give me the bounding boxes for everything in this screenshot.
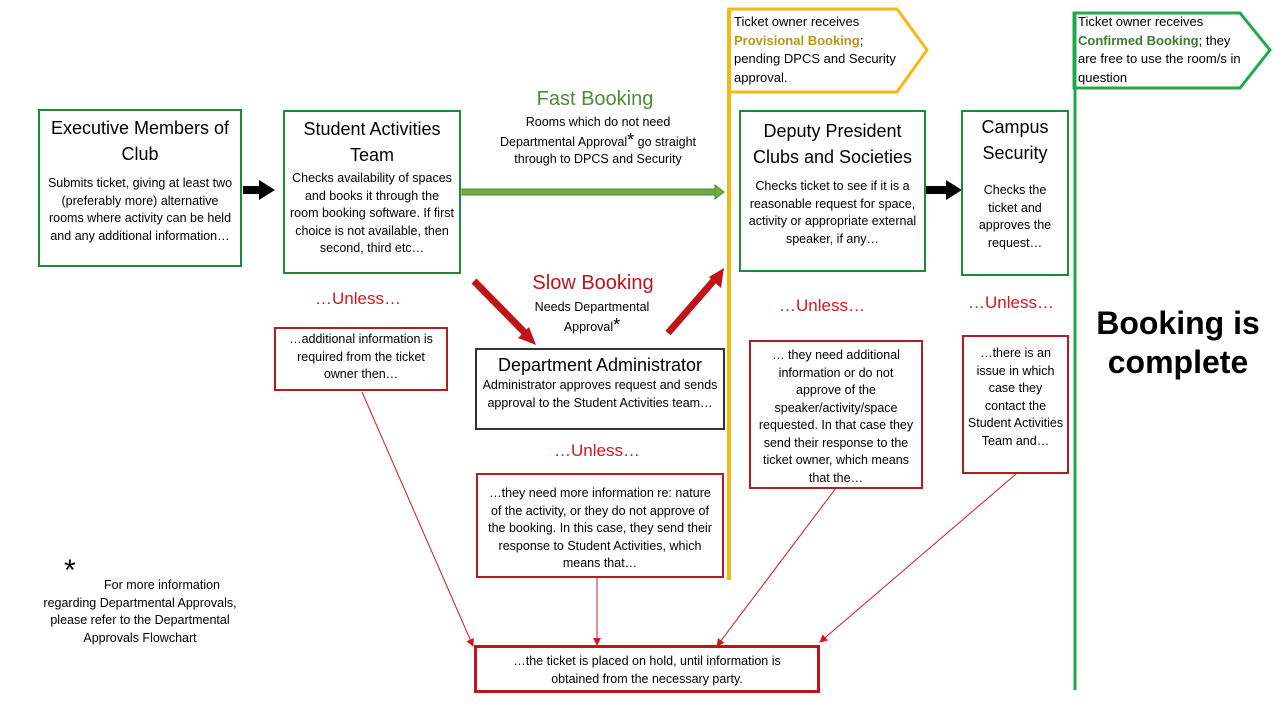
student-activities-title: Student Activities Team [303,119,441,165]
dpcs-title: Deputy President Clubs and Societies [752,121,913,167]
provisional-highlight: Provisional Booking [734,32,860,48]
provisional-booking-note: Ticket owner receives Provisional Bookin… [734,13,904,87]
provisional-text-after: ; pending DPCS and Security approval. [734,32,896,85]
student-activities-box: Student Activities Team Checks availabil… [283,110,461,274]
arrow-sat-unless-to-hold [361,391,474,647]
arrow-dpcs-to-security [926,180,962,200]
slow-booking-description: Needs Departmental Approval* [514,299,670,336]
on-hold-box: …the ticket is placed on hold, until inf… [474,645,820,693]
campus-security-box: Campus Security Checks the ticket and ap… [961,110,1069,276]
exec-members-body: Submits ticket, giving at least two (pre… [47,176,233,243]
department-administrator-body: Administrator approves request and sends… [482,378,718,410]
slow-booking-label: Slow Booking [532,272,654,294]
fast-booking-desc-before: Rooms which do not need Departmental App… [500,115,671,149]
fast-booking-description: Rooms which do not need Departmental App… [500,114,696,169]
arrow-exec-to-sat [243,180,275,200]
slow-booking-arrow-down [471,278,536,345]
booking-complete-heading: Booking is complete [1096,305,1260,380]
slow-booking-asterisk: * [613,314,621,335]
exec-members-title: Executive Members of Club [50,118,230,164]
on-hold-text: …the ticket is placed on hold, until inf… [513,654,781,686]
campus-security-title: Campus Security [981,117,1049,163]
unless-box-dept-text: …they need more information re: nature o… [488,486,712,570]
unless-label-sat: …Unless… [315,289,401,308]
provisional-text-before: Ticket owner receives [734,14,860,29]
fast-booking-asterisk: * [627,129,635,150]
campus-security-body: Checks the ticket and approves the reque… [978,183,1052,250]
fast-booking-desc-after: go straight through to DPCS and Security [514,134,697,167]
unless-label-dpcs: …Unless… [779,296,865,315]
arrow-security-unless-to-hold [819,473,1017,643]
slow-booking-desc: Needs Departmental Approval [534,300,650,334]
slow-booking-arrow-up [665,268,724,336]
footnote-asterisk: * [64,554,76,587]
department-administrator-box: Department Administrator Administrator a… [475,348,725,430]
confirmed-highlight: Confirmed Booking [1078,32,1199,48]
unless-box-sat-text: …additional information is required from… [289,332,433,381]
unless-label-security: …Unless… [968,293,1054,312]
footnote-text: For more information regarding Departmen… [43,578,237,645]
unless-box-security-text: …there is an issue in which case they co… [967,346,1064,448]
dpcs-body: Checks ticket to see if it is a reasonab… [748,179,917,246]
confirmed-text-before: Ticket owner receives [1078,14,1204,29]
student-activities-body: Checks availability of spaces and books … [290,171,454,255]
unless-box-dpcs: … they need additional information or do… [749,340,923,489]
unless-box-dept: …they need more information re: nature o… [476,473,724,578]
dpcs-box: Deputy President Clubs and Societies Che… [739,110,926,272]
unless-label-dept: …Unless… [554,441,640,460]
confirmed-text-after: ; they are free to use the room/s in que… [1078,32,1241,85]
unless-box-security: …there is an issue in which case they co… [962,335,1069,474]
unless-box-dpcs-text: … they need additional information or do… [758,348,914,485]
fast-booking-label: Fast Booking [536,88,654,110]
exec-members-box: Executive Members of Club Submits ticket… [38,109,242,267]
arrow-dpcs-unless-to-hold [716,487,837,647]
confirmed-booking-note: Ticket owner receives Confirmed Booking;… [1078,13,1248,87]
department-administrator-title: Department Administrator [497,355,703,375]
fast-booking-arrow [461,183,725,201]
unless-box-sat: …additional information is required from… [274,327,448,391]
